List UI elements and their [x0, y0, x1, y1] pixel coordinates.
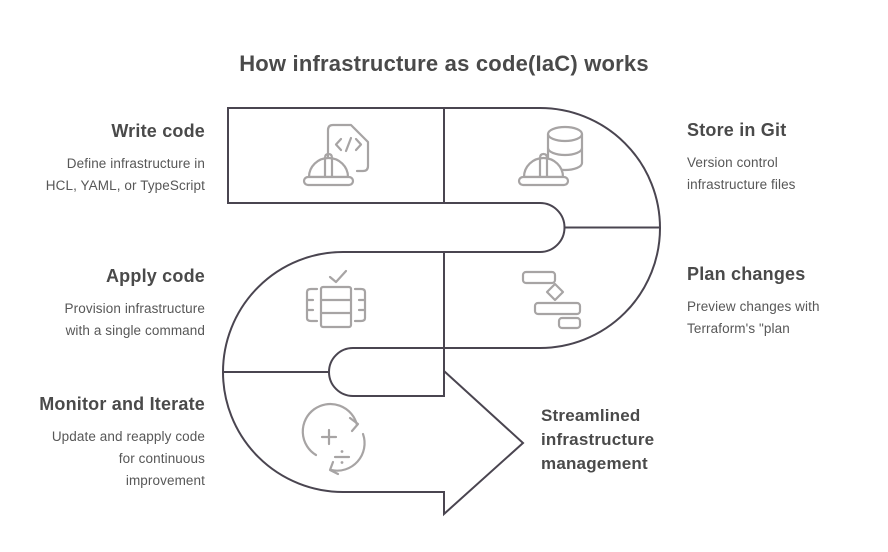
gantt-plan-icon	[521, 270, 582, 330]
step-description: Provision infrastructure with a single c…	[64, 301, 205, 338]
step-heading: Monitor and Iterate	[39, 394, 205, 414]
step-description: Update and reapply code for continuous i…	[51, 429, 205, 488]
code-file-hardhat-icon	[302, 123, 370, 187]
step-description: Preview changes with Terraform's "plan	[687, 299, 820, 336]
plus-glyph	[320, 428, 338, 446]
cell-dividers	[223, 108, 660, 373]
step-heading: Write code	[111, 121, 205, 141]
step-heading: Apply code	[105, 266, 205, 286]
step-apply-code: Apply code Provision infrastructure with…	[0, 266, 205, 342]
result-label: Streamlined infrastructure management	[541, 406, 655, 474]
step-monitor-and-iterate: Monitor and Iterate Update and reapply c…	[0, 394, 205, 492]
code-brackets-glyph	[334, 136, 363, 153]
page-title: How infrastructure as code(IaC) works	[239, 51, 649, 76]
flow-path	[221, 107, 662, 517]
refresh-calculate-icon	[301, 402, 366, 476]
step-store-in-git: Store in Git Version control infrastruct…	[687, 120, 877, 196]
step-plan-changes: Plan changes Preview changes with Terraf…	[687, 264, 887, 340]
database-hardhat-icon	[517, 125, 584, 187]
step-heading: Store in Git	[687, 120, 787, 140]
step-description: Define infrastructure in HCL, YAML, or T…	[45, 156, 205, 193]
table-check-icon	[305, 269, 367, 329]
step-heading: Plan changes	[687, 264, 806, 284]
checkmark-glyph	[328, 269, 348, 284]
step-description: Version control infrastructure files	[687, 155, 796, 192]
step-write-code: Write code Define infrastructure in HCL,…	[0, 121, 205, 197]
